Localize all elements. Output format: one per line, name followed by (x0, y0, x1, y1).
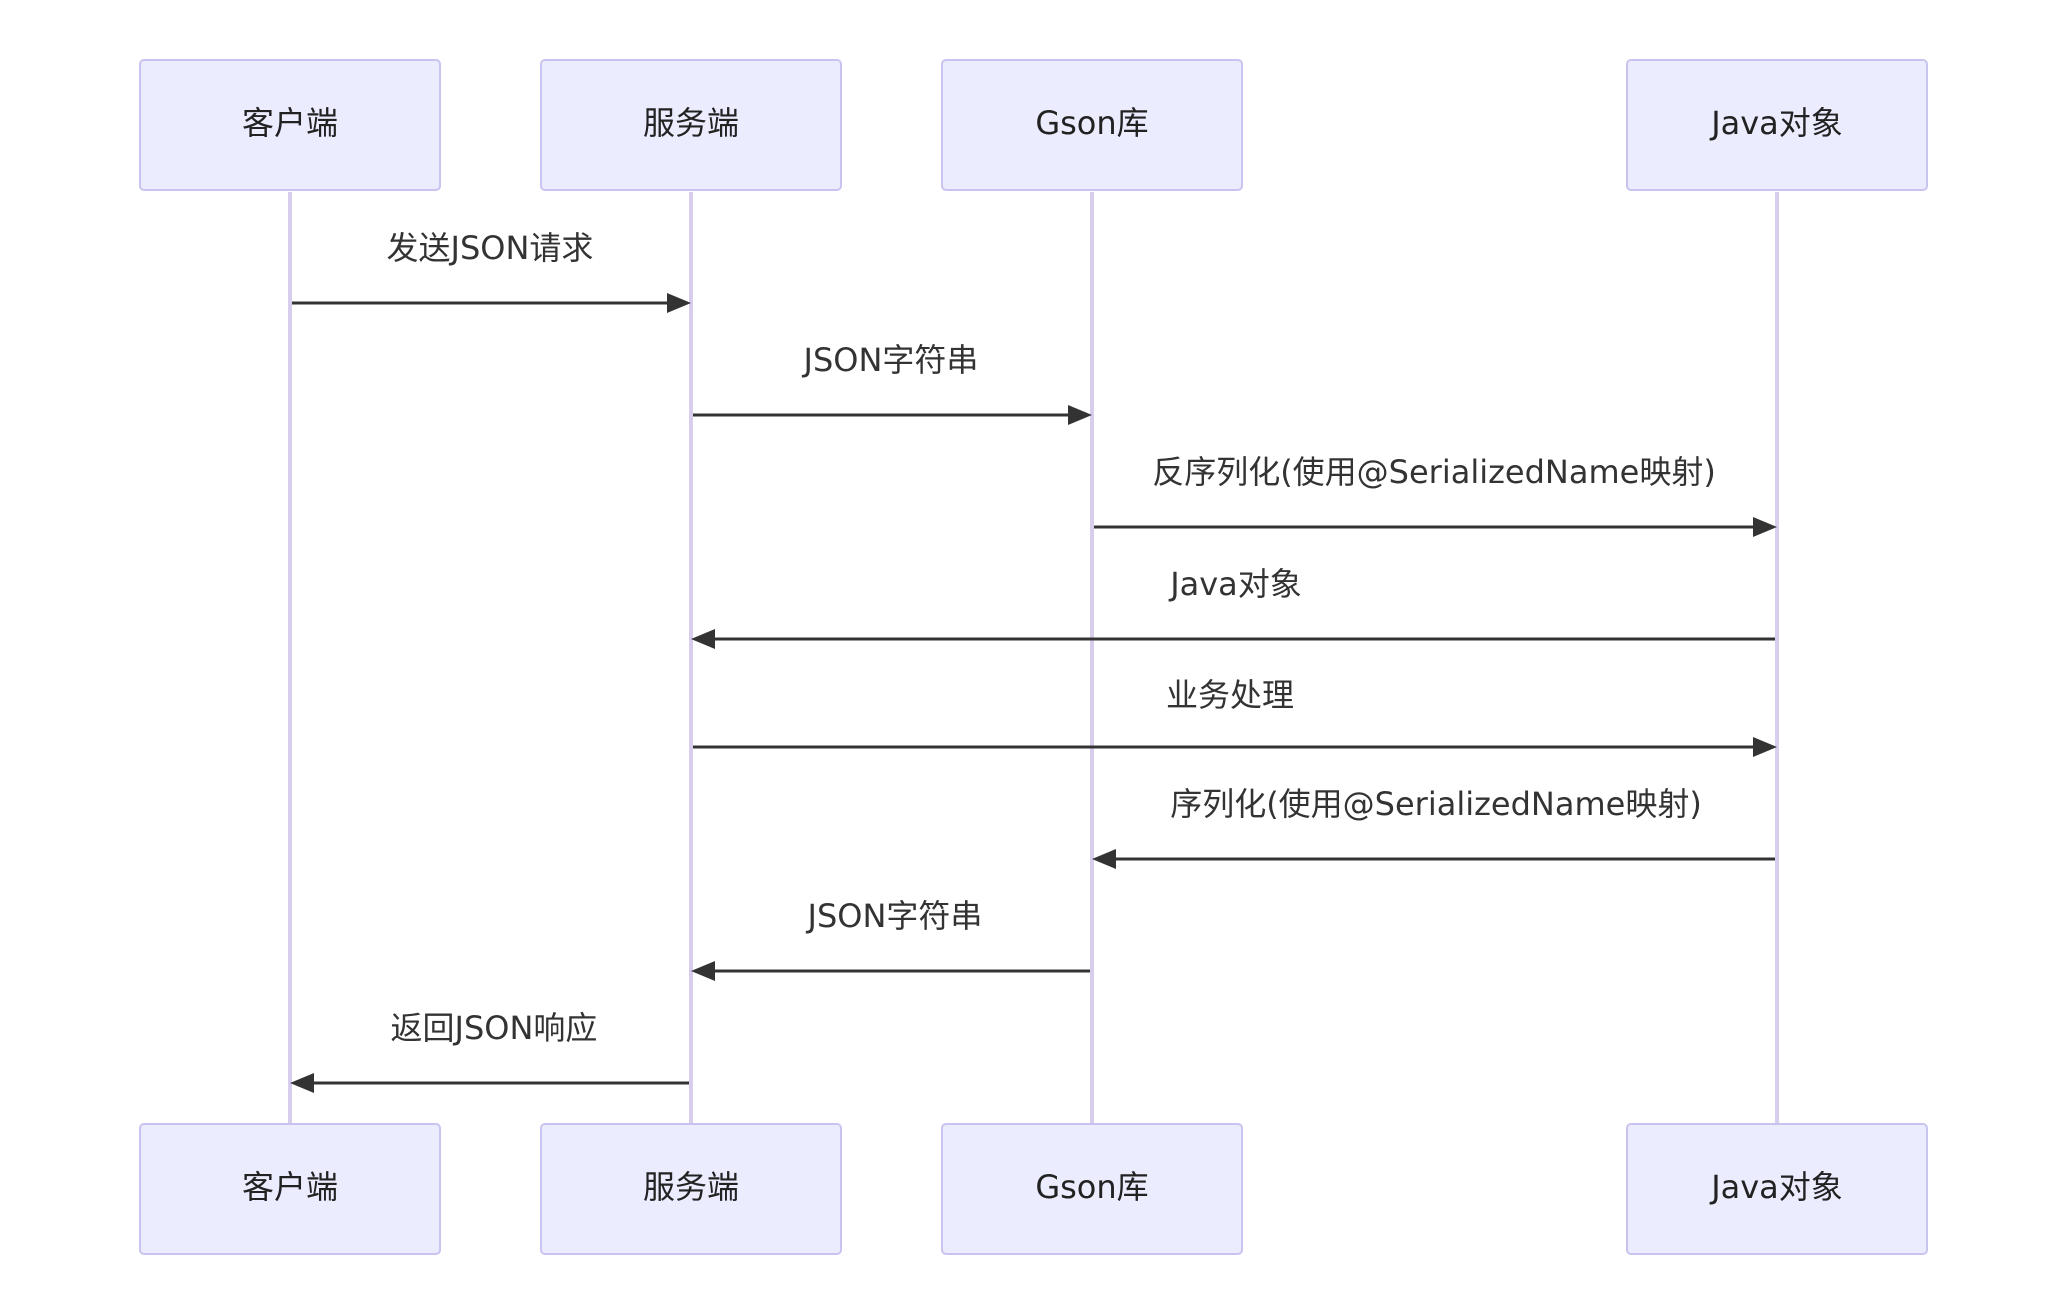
message-4: Java对象 (691, 565, 1775, 649)
arrowhead-left-icon (1092, 849, 1116, 869)
message-6: 序列化(使用@SerializedName映射) (1092, 785, 1775, 869)
actor-top-gson: Gson库 (941, 59, 1243, 191)
message-2: JSON字符串 (693, 341, 1092, 425)
message-5: 业务处理 (693, 676, 1777, 757)
arrowhead-left-icon (290, 1073, 314, 1093)
actor-bottom-java: Java对象 (1626, 1123, 1928, 1255)
arrowhead-right-icon (667, 293, 691, 313)
arrowhead-right-icon (1068, 405, 1092, 425)
message-label: 反序列化(使用@SerializedName映射) (1152, 453, 1716, 491)
actor-top-client: 客户端 (139, 59, 441, 191)
actor-label: 客户端 (242, 104, 338, 142)
message-label: 业务处理 (1166, 676, 1294, 714)
message-label: JSON字符串 (806, 897, 983, 935)
actor-label: Java对象 (1709, 1168, 1843, 1206)
actor-label: Java对象 (1709, 104, 1843, 142)
actor-label: 服务端 (643, 104, 739, 142)
actor-label: 客户端 (242, 1168, 338, 1206)
actor-bottom-gson: Gson库 (941, 1123, 1243, 1255)
message-1: 发送JSON请求 (292, 229, 691, 313)
actor-bottom-client: 客户端 (139, 1123, 441, 1255)
arrowhead-left-icon (691, 961, 715, 981)
arrowhead-right-icon (1753, 737, 1777, 757)
message-label: JSON字符串 (802, 341, 979, 379)
actor-label: Gson库 (1035, 104, 1148, 142)
actor-top-server: 服务端 (540, 59, 842, 191)
actor-label: Gson库 (1035, 1168, 1148, 1206)
arrowhead-left-icon (691, 629, 715, 649)
message-7: JSON字符串 (691, 897, 1090, 981)
message-8: 返回JSON响应 (290, 1009, 689, 1093)
message-3: 反序列化(使用@SerializedName映射) (1094, 453, 1777, 537)
actor-bottom-server: 服务端 (540, 1123, 842, 1255)
message-label: 序列化(使用@SerializedName映射) (1170, 785, 1702, 823)
message-label: Java对象 (1168, 565, 1302, 603)
actor-label: 服务端 (643, 1168, 739, 1206)
message-label: 发送JSON请求 (387, 229, 594, 267)
actor-top-java: Java对象 (1626, 59, 1928, 191)
arrowhead-right-icon (1753, 517, 1777, 537)
message-label: 返回JSON响应 (391, 1009, 598, 1047)
